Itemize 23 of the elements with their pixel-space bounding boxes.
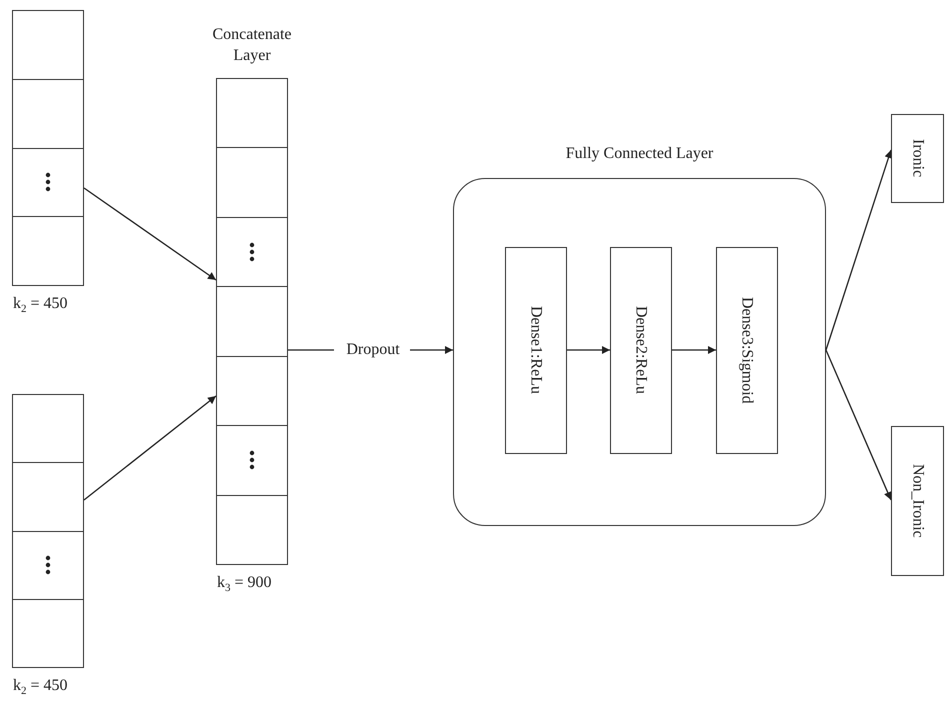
output-box <box>891 114 944 203</box>
dense-layer-box <box>610 246 672 454</box>
arrow <box>567 346 610 354</box>
layer-title: Concatenate Layer <box>211 25 293 66</box>
arrow <box>672 346 716 354</box>
arrow <box>84 187 216 281</box>
output-box <box>891 426 944 576</box>
dense-layer-box <box>504 246 567 454</box>
arrow <box>410 346 453 354</box>
layer-name: Dense1:ReLu <box>526 306 545 394</box>
arrow <box>825 150 892 350</box>
dense-layer-box <box>716 246 778 454</box>
layer-name: Non_Ironic <box>908 464 926 538</box>
size-label: k$_{3}$ = 900 <box>217 574 272 594</box>
layer-name: Dense2:ReLu <box>632 306 650 394</box>
layer-name: Dense3:Sigmoid <box>738 296 756 404</box>
size-label: k$_{2}$ = 450 <box>13 677 68 698</box>
arrow <box>825 350 892 500</box>
layer-title: Fully Connected Layer <box>564 144 714 164</box>
layer-label: Dropout <box>336 338 410 362</box>
layer-name: Ironic <box>908 139 926 178</box>
size-label: k$_{2}$ = 450 <box>13 295 68 316</box>
arrow <box>84 395 216 501</box>
